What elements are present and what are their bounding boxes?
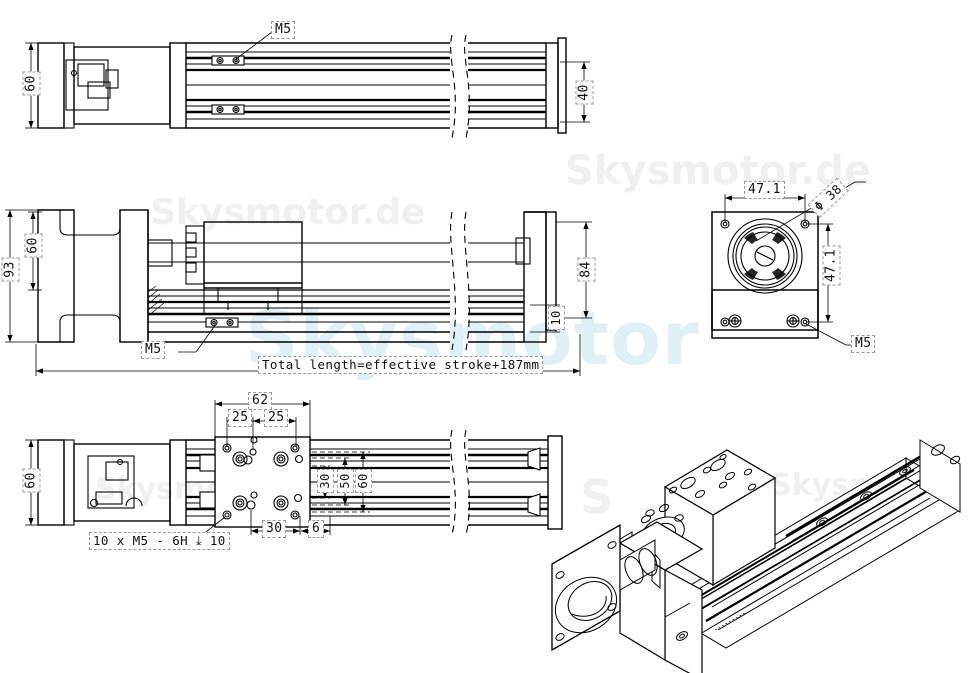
bottom-view-dim-6-horiz-label: 6 [308, 520, 325, 538]
front-view-dim-84-label: 84 [577, 253, 596, 287]
end-view-dim-471-vert-label: 47.1 [822, 244, 841, 288]
bottom-view-hole-spec-label: 10 x M5 - 6H ⤓ 10 [89, 532, 230, 550]
bottom-view-dim-62-label: 62 [248, 392, 273, 410]
bottom-view-dim-30-horiz-label: 30 [262, 520, 287, 538]
end-view-dim-471-horiz-label: 47.1 [744, 181, 785, 199]
total-length-note: Total length=effective stroke+187mm [258, 356, 544, 374]
bottom-view-dim-25-right-label: 25 [264, 409, 289, 427]
isometric-view-geometry [551, 439, 961, 673]
end-view-geometry [711, 211, 819, 339]
front-view-dim-60-label: 60 [24, 229, 43, 263]
bottom-view-dim-30-vert-label: 30 [317, 464, 334, 498]
front-view-m5-label: M5 [141, 341, 166, 359]
front-view-dim-93-label: 93 [1, 253, 20, 287]
top-view-dim-60-label: 60 [22, 67, 41, 101]
front-view-dim-10-label: 10 [548, 301, 565, 335]
end-view-m5-label: M5 [851, 335, 876, 353]
front-view-m5-leader [178, 323, 217, 353]
bottom-view-dim-60-vert-label: 60 [355, 464, 372, 498]
bottom-view-dim-50-vert-label: 50 [337, 464, 354, 498]
top-view-m5-label: M5 [271, 21, 296, 39]
bottom-view-dim-60-label: 60 [22, 464, 41, 498]
front-view-geometry [37, 209, 557, 351]
bottom-view-geometry [37, 429, 563, 536]
top-view-geometry [37, 34, 567, 139]
top-view-dim-40-label: 40 [575, 76, 594, 110]
bottom-view-dim-25-left-label: 25 [228, 409, 253, 427]
